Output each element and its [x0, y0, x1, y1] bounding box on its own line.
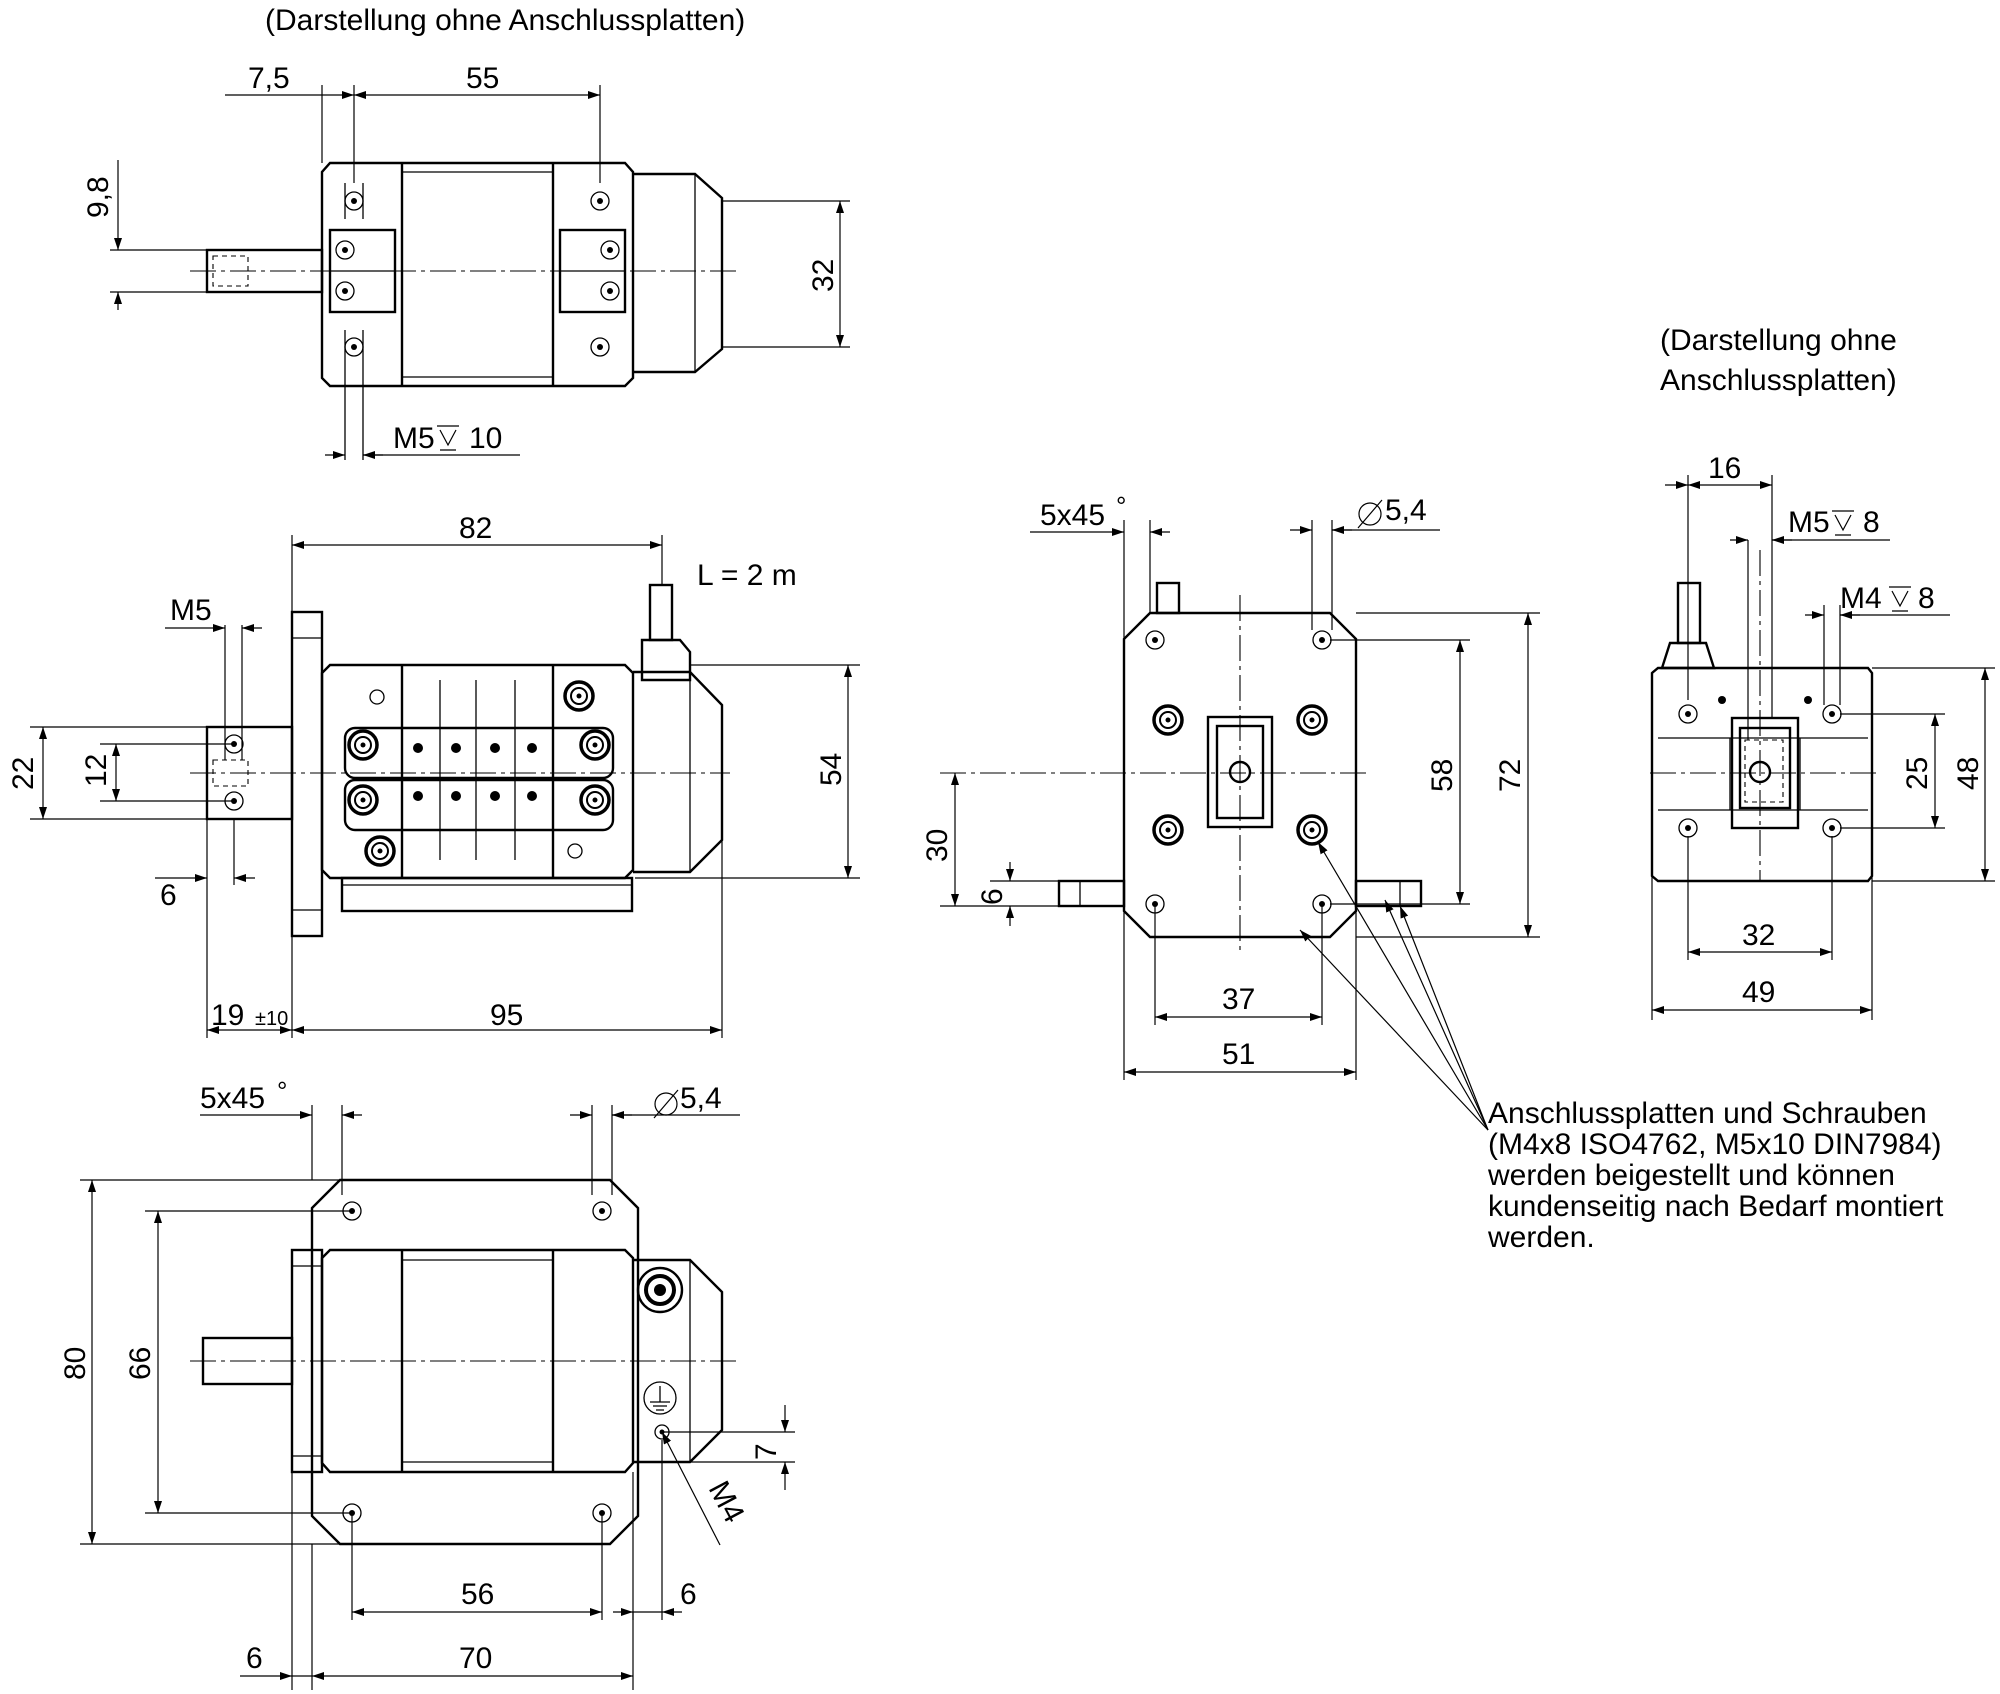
footnote: Anschlussplatten und Schrauben (M4x8 ISO…	[1487, 1097, 1944, 1254]
diameter-icon	[654, 1092, 678, 1116]
thread-m4-depth-right: 8	[1918, 582, 1935, 615]
dim-30: 30	[921, 829, 954, 862]
hole-dia-bottom: 5,4	[680, 1082, 722, 1115]
hole-dia-end: 5,4	[1385, 494, 1427, 527]
dim-22: 22	[7, 757, 40, 790]
dim-12: 12	[80, 754, 113, 787]
dim-25: 25	[1901, 757, 1934, 790]
dim-32-top: 32	[807, 259, 840, 292]
dim-70: 70	[459, 1642, 492, 1675]
dim-82: 82	[459, 512, 492, 545]
dim-58: 58	[1426, 759, 1459, 792]
dim-95: 95	[490, 999, 523, 1032]
dim-6-right-bottom: 6	[680, 1578, 697, 1611]
right-view: 16 M5 8 M4 8 48 25 32 49	[1650, 452, 1995, 1020]
dim-49: 49	[1742, 976, 1775, 1009]
footnote-line-4: kundenseitig nach Bedarf montiert	[1488, 1190, 1944, 1223]
dim-37: 37	[1222, 983, 1255, 1016]
thread-m5-right: M5	[1788, 506, 1830, 539]
footnote-line-1: Anschlussplatten und Schrauben	[1488, 1097, 1927, 1130]
footnote-line-5: werden.	[1487, 1221, 1595, 1254]
dim-6-left-bottom: 6	[246, 1642, 263, 1675]
dim-54: 54	[815, 753, 848, 786]
note-right-line-1: (Darstellung ohne	[1660, 324, 1897, 357]
ground-icon	[650, 1386, 670, 1411]
top-view: 7,5 55 9,8 32 M5 10	[82, 62, 850, 460]
chamfer-degree-bottom: °	[277, 1076, 287, 1106]
chamfer-label-end: 5x45	[1040, 499, 1105, 532]
depth-icon	[437, 425, 459, 451]
dim-80: 80	[59, 1347, 92, 1380]
bottom-view: 5x45 ° 5,4 80 66 7 M4 56 6	[59, 1076, 795, 1690]
dim-16: 16	[1708, 452, 1741, 485]
dim-9-8: 9,8	[82, 176, 115, 218]
thread-m5-depth-right: 8	[1863, 506, 1880, 539]
dim-51: 51	[1222, 1038, 1255, 1071]
dim-72: 72	[1494, 759, 1527, 792]
dim-55: 55	[466, 62, 499, 95]
dim-7-5: 7,5	[248, 62, 290, 95]
cable-length-label: L = 2 m	[697, 559, 797, 592]
general-notes: (Darstellung ohne Anschlussplatten) (Dar…	[265, 4, 1944, 1254]
dim-6-end: 6	[976, 888, 1009, 905]
chamfer-label-bottom: 5x45	[200, 1082, 265, 1115]
footnote-line-3: werden beigestellt und können	[1487, 1159, 1895, 1192]
thread-depth-top: 10	[469, 422, 502, 455]
dim-32-right: 32	[1742, 919, 1775, 952]
dim-7: 7	[750, 1443, 783, 1460]
note-top: (Darstellung ohne Anschlussplatten)	[265, 4, 745, 37]
thread-m4-bottom: M4	[702, 1476, 751, 1528]
dim-19-tolerance: ±10	[255, 1008, 288, 1030]
thread-m5-side: M5	[170, 594, 212, 627]
chamfer-degree-end: °	[1116, 491, 1126, 521]
dim-56: 56	[461, 1578, 494, 1611]
note-right-line-2: Anschlussplatten)	[1660, 364, 1897, 397]
end-view: 5x45 ° 5,4 72 58 30 6 37 51	[921, 491, 1540, 1131]
thread-m5-top: M5	[393, 422, 435, 455]
dim-48: 48	[1952, 757, 1985, 790]
thread-m4-right: M4	[1840, 582, 1882, 615]
depth-icon	[1889, 586, 1911, 612]
dim-6-side: 6	[160, 879, 177, 912]
diameter-icon	[1358, 502, 1382, 526]
footnote-line-2: (M4x8 ISO4762, M5x10 DIN7984)	[1488, 1128, 1942, 1161]
side-view: 82 M5 22 12 54 6 19 ±10 95	[7, 512, 860, 1038]
depth-icon	[1832, 510, 1854, 536]
dim-66: 66	[124, 1347, 157, 1380]
dim-19: 19	[211, 999, 244, 1032]
